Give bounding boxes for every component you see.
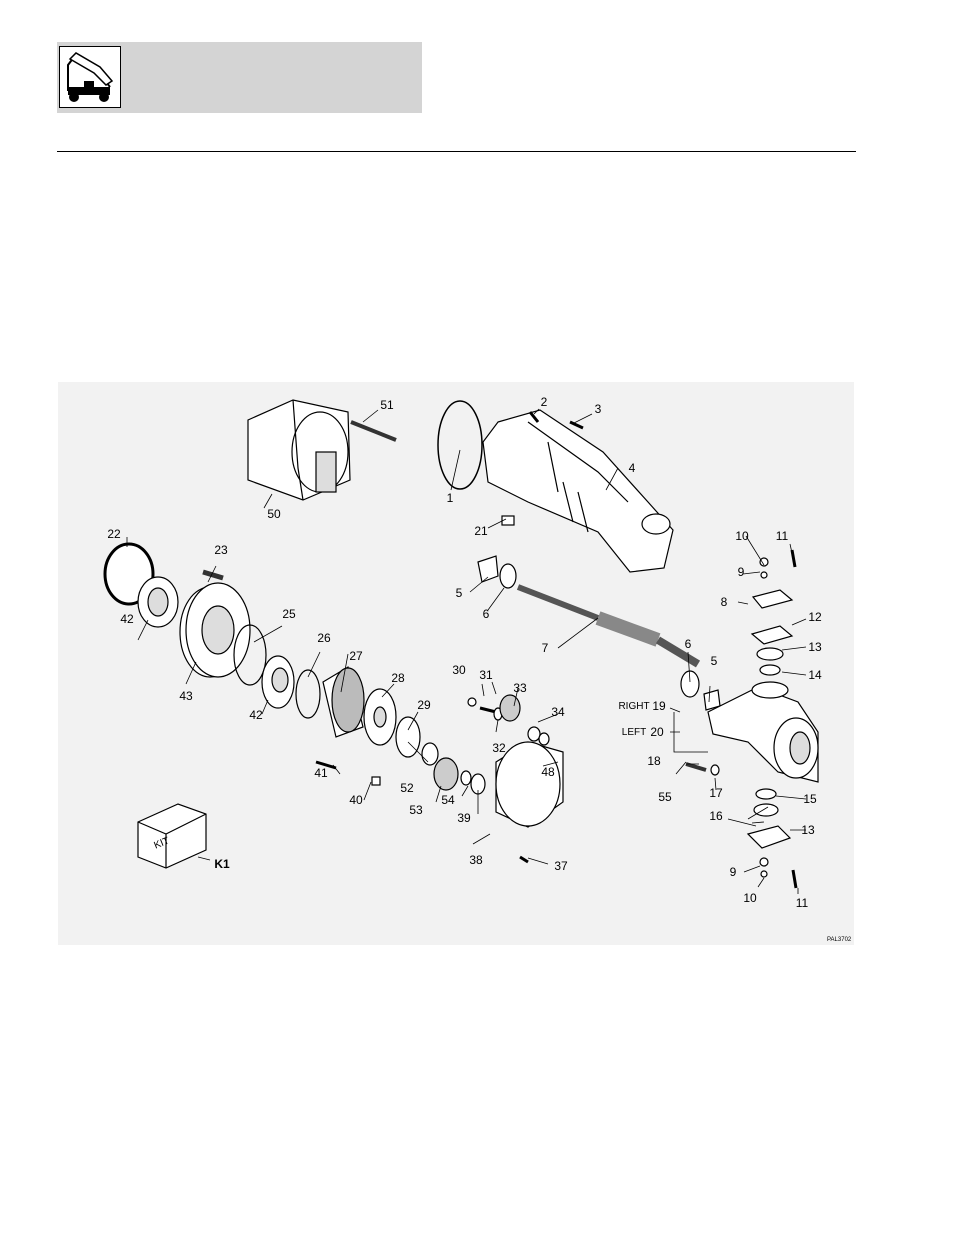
callout-9b: 9 [730, 866, 737, 878]
callout-3: 3 [595, 403, 602, 415]
callout-34: 34 [551, 706, 564, 718]
callout-39: 39 [457, 812, 470, 824]
callout-33: 33 [513, 682, 526, 694]
callout-5b: 5 [711, 655, 718, 667]
callout-8: 8 [721, 596, 728, 608]
callout-10a: 10 [735, 530, 748, 542]
callout-23: 23 [214, 544, 227, 556]
callout-51: 51 [380, 399, 393, 411]
callout-26: 26 [317, 632, 330, 644]
callout-11a: 11 [776, 530, 788, 542]
callout-20: 20 [650, 726, 663, 738]
callout-25: 25 [282, 608, 295, 620]
callout-11b: 11 [796, 897, 808, 909]
callout-16: 16 [709, 810, 722, 822]
callout-13a: 13 [808, 641, 821, 653]
axle-exploded-diagram: 1 2 3 4 5 5 6 6 7 8 9 9 10 10 11 11 12 1… [58, 382, 854, 945]
callout-22: 22 [107, 528, 120, 540]
callout-41: 41 [314, 767, 327, 779]
callout-15: 15 [803, 793, 816, 805]
callout-42b: 42 [249, 709, 262, 721]
callout-17: 17 [709, 787, 722, 799]
callout-k1: K1 [214, 858, 229, 870]
callout-38: 38 [469, 854, 482, 866]
callout-12: 12 [808, 611, 821, 623]
callout-48: 48 [541, 766, 554, 778]
callout-42a: 42 [120, 613, 133, 625]
callout-4: 4 [629, 462, 636, 474]
callout-54: 54 [441, 794, 454, 806]
callout-14: 14 [808, 669, 821, 681]
callout-50: 50 [267, 508, 280, 520]
callout-31: 31 [479, 669, 492, 681]
side-label-right: RIGHT [618, 701, 649, 713]
callout-27: 27 [349, 650, 362, 662]
callout-32: 32 [492, 742, 505, 754]
telehandler-boom-icon [59, 46, 121, 108]
callout-37: 37 [554, 860, 567, 872]
callout-6b: 6 [685, 638, 692, 650]
callout-5a: 5 [456, 587, 463, 599]
callout-55: 55 [658, 791, 671, 803]
callout-7: 7 [542, 642, 549, 654]
callout-21: 21 [474, 525, 487, 537]
side-label-left: LEFT [622, 727, 646, 739]
callout-19: 19 [652, 700, 665, 712]
callout-30: 30 [452, 664, 465, 676]
callout-13b: 13 [801, 824, 814, 836]
callout-9a: 9 [738, 566, 745, 578]
callout-43: 43 [179, 690, 192, 702]
callout-28: 28 [391, 672, 404, 684]
callout-2: 2 [541, 396, 548, 408]
callout-53: 53 [409, 804, 422, 816]
callout-1: 1 [447, 492, 454, 504]
callout-10b: 10 [743, 892, 756, 904]
figure-reference-code: PAL3702 [827, 937, 851, 943]
callout-29: 29 [417, 699, 430, 711]
header-rule [57, 151, 856, 152]
callout-52: 52 [400, 782, 413, 794]
callout-40: 40 [349, 794, 362, 806]
callout-18: 18 [647, 755, 660, 767]
callout-6a: 6 [483, 608, 490, 620]
